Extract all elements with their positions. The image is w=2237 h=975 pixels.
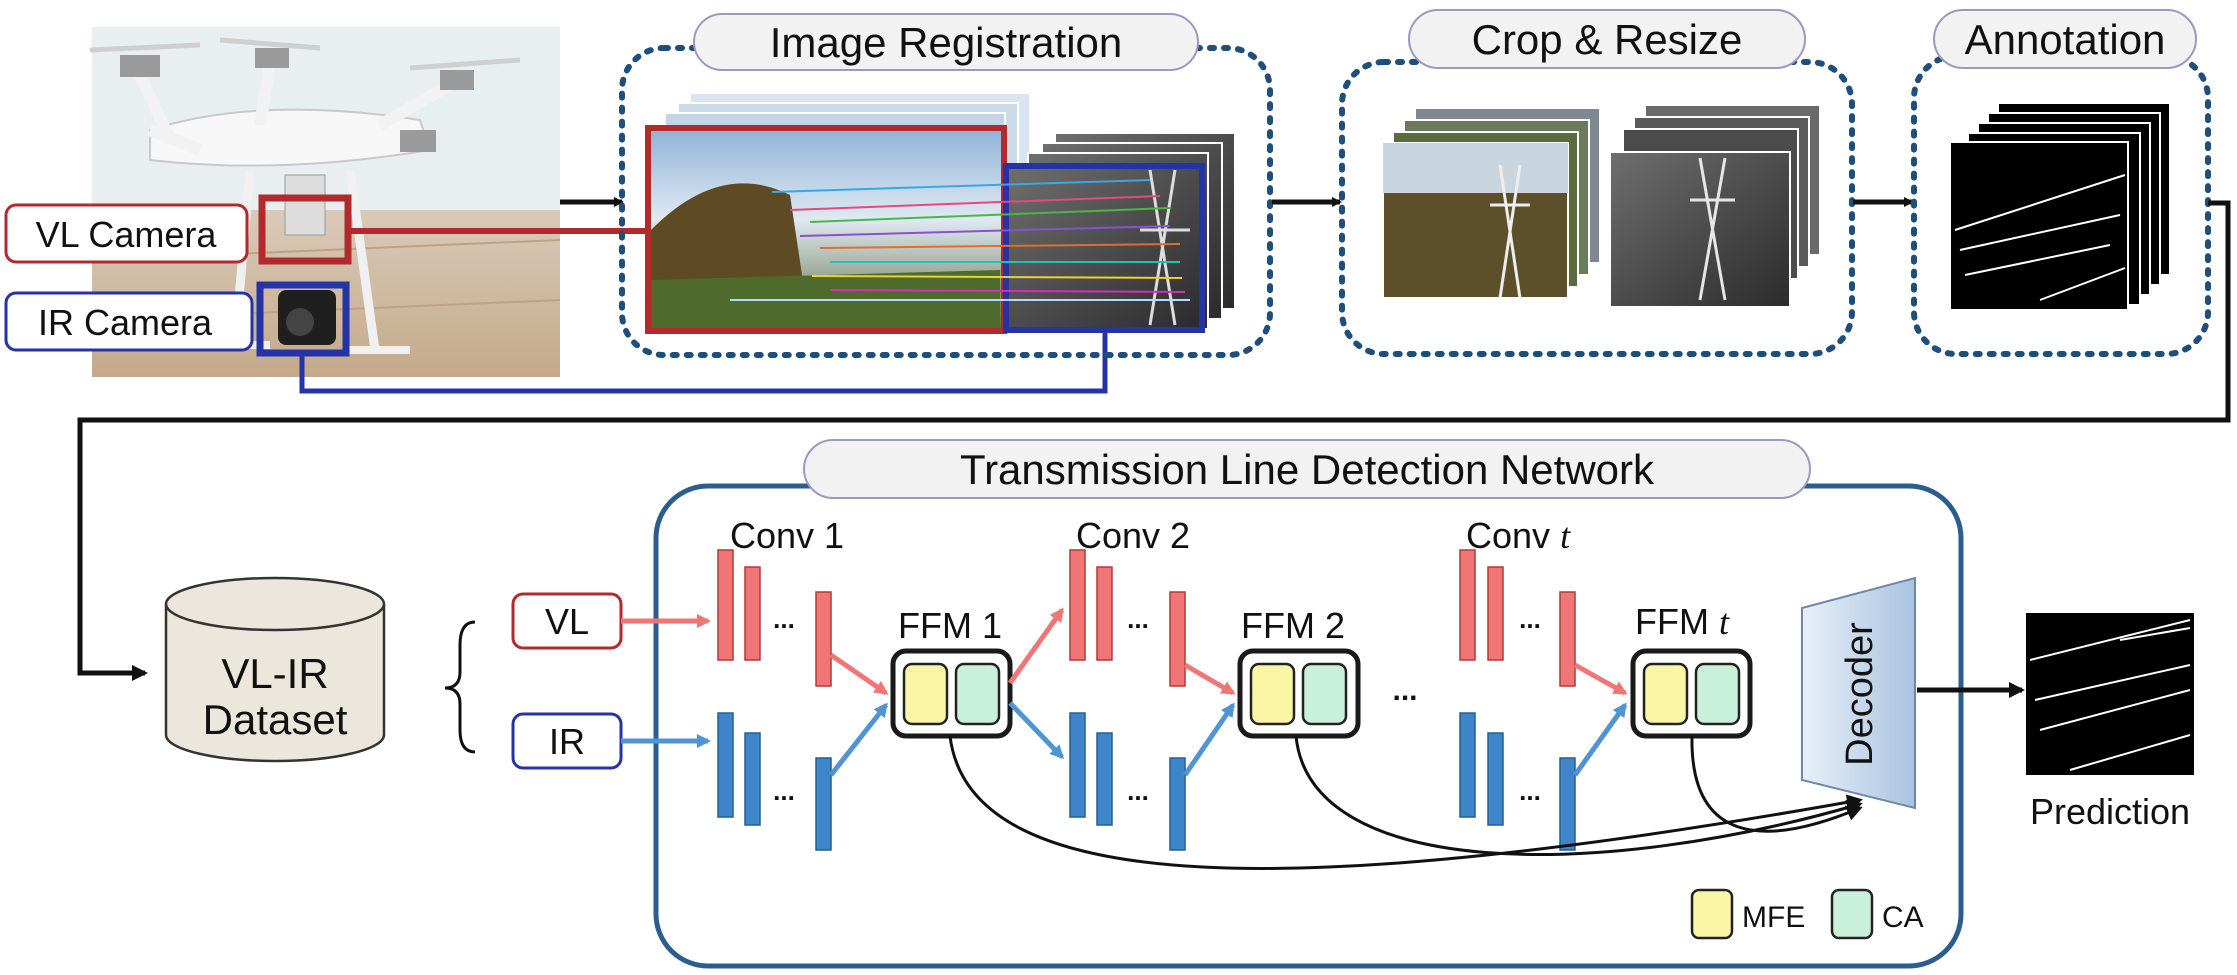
network-title-box (803, 439, 1811, 499)
ffmt-ca-block (1694, 662, 1741, 726)
ffm1-skip-to-decoder (948, 735, 1863, 870)
conv1-ir-ellipsis: ... (773, 776, 795, 806)
legend-ca-swatch (1830, 888, 1874, 940)
ffm1-to-conv2-ir (1008, 701, 1065, 760)
vl-camera-label: VL Camera (36, 214, 218, 255)
convt-ir-ellipsis: ... (1519, 776, 1541, 806)
ir-camera-label-box (4, 291, 254, 352)
convt-ir-to-ffmt (1572, 702, 1628, 777)
convt-t-symbol: t (1560, 516, 1571, 556)
ffm1-to-conv2-vl (1007, 607, 1065, 685)
ir-camera-label: IR Camera (38, 302, 213, 343)
conv-block-2 (1069, 549, 1186, 851)
dataset-cylinder (164, 576, 386, 763)
legend-mfe-label: MFE (1742, 901, 1805, 934)
cropped-vl-stack (1382, 107, 1601, 299)
ffm2-mfe-block (1249, 662, 1296, 726)
crop-title-box (1408, 9, 1806, 69)
prediction-label: Prediction (2030, 791, 2190, 832)
conv1-ir-to-ffm1 (829, 702, 888, 777)
vl-camera-label-box (4, 203, 249, 264)
ffmt-mfe-block (1642, 662, 1689, 726)
conv2-ir-to-ffm2 (1182, 702, 1236, 777)
ffmt-skip-to-decoder (1690, 735, 1863, 833)
ffm2-label: FFM 2 (1241, 605, 1345, 646)
legend-ca-label: CA (1882, 901, 1924, 934)
prediction-mask (2026, 613, 2194, 775)
split-brace (444, 620, 476, 754)
conv1-vl-to-ffm1 (829, 652, 889, 696)
conv1-label: Conv 1 (730, 515, 844, 556)
vl-image-stack (645, 92, 1031, 334)
conv2-vl-to-ffm2 (1183, 662, 1236, 696)
convt-prefix: Conv (1466, 515, 1550, 556)
blocks-ellipsis: ... (1392, 674, 1417, 707)
annotation-title-box (1933, 9, 2197, 69)
conv2-label: Conv 2 (1076, 515, 1190, 556)
legend-mfe-swatch (1690, 888, 1734, 940)
crop-title: Crop & Resize (1472, 16, 1743, 63)
ir-connector (299, 333, 1108, 394)
annotation-mask-stack (1949, 102, 2171, 311)
vl-input-label: VL (545, 601, 589, 642)
conv1-vl-ellipsis: ... (773, 604, 795, 634)
ir-input-label: IR (549, 721, 585, 762)
annotation-title: Annotation (1965, 16, 2166, 63)
keypoint-matches (730, 179, 1190, 301)
convt-vl-to-ffmt (1573, 662, 1628, 696)
ffmt-t-symbol: t (1719, 602, 1730, 642)
ffm1-label: FFM 1 (898, 605, 1002, 646)
conv-block-t (1459, 549, 1576, 851)
connector-to-dataset (77, 200, 2231, 681)
conv-block-1 (717, 549, 832, 851)
decoder-label: Decoder (1839, 622, 1881, 766)
ffm1-ca-block (954, 662, 1001, 726)
ffm1-mfe-block (902, 662, 949, 726)
decoder-block (1801, 576, 1916, 810)
convt-label: Conv t (1466, 515, 1571, 556)
conv2-vl-ellipsis: ... (1127, 604, 1149, 634)
ffm2-skip-to-decoder (1294, 735, 1863, 856)
ffmt-label: FFM t (1635, 601, 1730, 642)
ffm2-ca-block (1301, 662, 1348, 726)
registration-title-box (693, 13, 1199, 71)
network-title: Transmission Line Detection Network (960, 446, 1655, 493)
dataset-label-line2: Dataset (203, 696, 348, 743)
ffmt-prefix: FFM (1635, 601, 1709, 642)
cropped-ir-stack (1609, 104, 1821, 308)
dataset-label-line1: VL-IR (221, 650, 328, 697)
conv2-ir-ellipsis: ... (1127, 776, 1149, 806)
registration-title: Image Registration (770, 19, 1123, 66)
convt-vl-ellipsis: ... (1519, 604, 1541, 634)
